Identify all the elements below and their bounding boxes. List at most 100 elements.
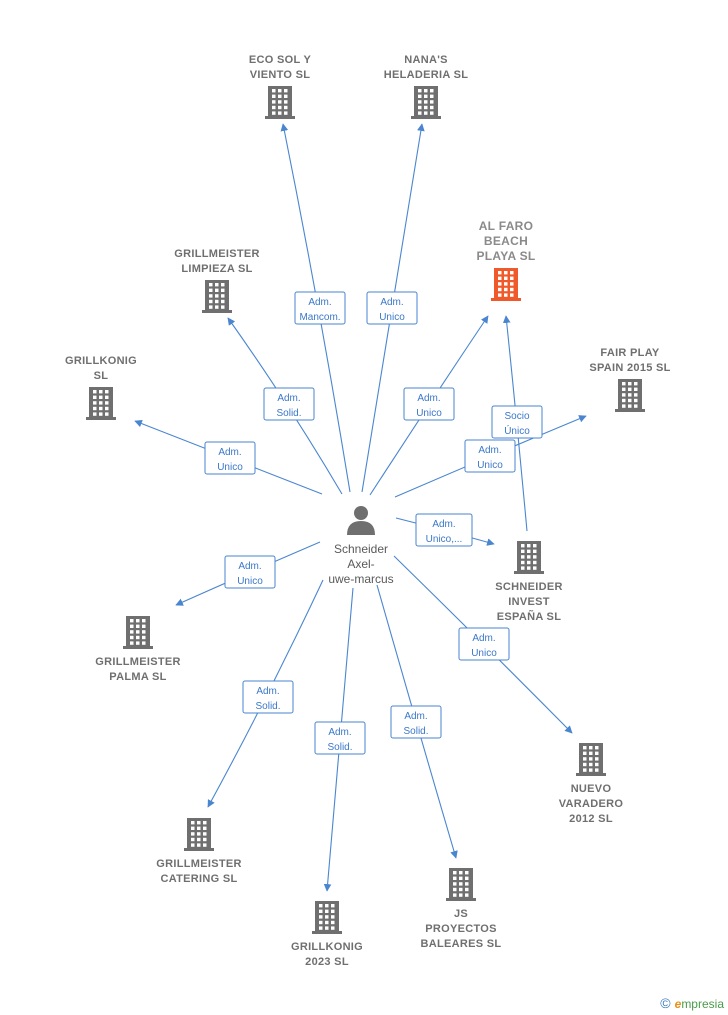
- building-icon-nuevo-varadero[interactable]: [576, 743, 606, 776]
- company-label-grillkonig[interactable]: SL: [94, 370, 109, 382]
- building-window: [284, 89, 288, 93]
- company-label-grillkonig-2023[interactable]: GRILLKONIG: [291, 941, 363, 953]
- building-window: [278, 100, 282, 104]
- building-icon-schneider-invest[interactable]: [514, 541, 544, 574]
- building-window: [319, 926, 323, 930]
- company-label-js-proyectos[interactable]: PROYECTOS: [425, 923, 497, 935]
- company-label-eco-sol[interactable]: VIENTO SL: [250, 69, 311, 81]
- edge-label-text: Adm.: [328, 727, 351, 738]
- building-window: [284, 100, 288, 104]
- company-label-grillmeister-limpieza[interactable]: GRILLMEISTER: [174, 248, 260, 260]
- building-window: [136, 619, 140, 623]
- company-label-js-proyectos[interactable]: JS: [454, 908, 468, 920]
- company-label-schneider-invest[interactable]: ESPAÑA SL: [497, 610, 561, 623]
- building-window: [215, 294, 219, 298]
- building-window: [583, 751, 587, 755]
- edge-label-al-faro[interactable]: Adm.Unico: [403, 387, 455, 421]
- building-window: [99, 412, 103, 416]
- company-label-nuevo-varadero[interactable]: VARADERO: [559, 798, 624, 810]
- building-window: [130, 619, 134, 623]
- company-label-nanas[interactable]: HELADERIA SL: [384, 69, 468, 81]
- edge-label-text: Único: [504, 424, 530, 437]
- company-label-eco-sol[interactable]: ECO SOL Y: [249, 54, 312, 66]
- edge-label-text: Solid.: [255, 701, 280, 712]
- building-window: [634, 393, 638, 397]
- building-window: [99, 401, 103, 405]
- building-window: [284, 111, 288, 115]
- edge-label-grillkonig-2023[interactable]: Adm.Solid.: [314, 721, 366, 755]
- building-window: [622, 393, 626, 397]
- building-window: [93, 390, 97, 394]
- edge-label-grillmeister-limpieza[interactable]: Adm.Solid.: [263, 387, 315, 421]
- building-window: [284, 94, 288, 98]
- building-window: [203, 837, 207, 842]
- edge-label-eco-sol[interactable]: Adm.Mancom.: [294, 291, 346, 325]
- building-icon-fair-play[interactable]: [615, 379, 645, 412]
- edge-label-box: [314, 721, 366, 755]
- building-window: [583, 768, 587, 772]
- building-window: [142, 641, 146, 645]
- building-window: [203, 843, 207, 847]
- edge-label-schneider-invest[interactable]: Adm.Unico,...: [415, 513, 473, 547]
- building-icon-eco-sol[interactable]: [265, 86, 295, 119]
- building-window: [527, 560, 531, 565]
- company-label-nanas[interactable]: NANA'S: [404, 54, 448, 66]
- company-label-fair-play[interactable]: SPAIN 2015 SL: [589, 362, 670, 374]
- building-icon-grillmeister-limpieza[interactable]: [202, 280, 232, 313]
- watermark: ©empresia: [660, 995, 724, 1011]
- company-label-js-proyectos[interactable]: BALEARES SL: [421, 938, 502, 950]
- building-icon-grillkonig-2023[interactable]: [312, 901, 342, 934]
- company-label-grillmeister-catering[interactable]: GRILLMEISTER: [156, 858, 242, 870]
- building-window: [197, 837, 201, 842]
- company-label-grillmeister-palma[interactable]: PALMA SL: [109, 671, 166, 683]
- company-label-grillmeister-limpieza[interactable]: LIMPIEZA SL: [181, 263, 252, 275]
- building-window: [197, 843, 201, 847]
- company-label-grillmeister-catering[interactable]: CATERING SL: [160, 873, 237, 885]
- building-window: [191, 821, 195, 825]
- edge-label-box: [403, 387, 455, 421]
- building-window: [595, 757, 599, 761]
- company-label-al-faro[interactable]: BEACH: [484, 234, 528, 248]
- building-icon-grillmeister-palma[interactable]: [123, 616, 153, 649]
- company-label-fair-play[interactable]: FAIR PLAY: [600, 347, 660, 359]
- building-window: [498, 282, 502, 286]
- building-window: [430, 111, 434, 115]
- building-icon-js-proyectos[interactable]: [446, 868, 476, 901]
- edge-label-grillmeister-catering[interactable]: Adm. Solid.: [242, 680, 294, 714]
- edge-label-grillkonig[interactable]: Adm.Unico: [204, 441, 256, 475]
- edge-label-grillmeister-palma[interactable]: Adm.Unico: [224, 555, 276, 589]
- company-label-nuevo-varadero[interactable]: NUEVO: [571, 783, 612, 795]
- building-window: [622, 398, 626, 403]
- company-label-al-faro[interactable]: AL FARO: [479, 219, 534, 233]
- building-icon-grillmeister-catering[interactable]: [184, 818, 214, 851]
- edge-label-js-proyectos[interactable]: Adm.Solid.: [390, 705, 442, 739]
- company-label-grillkonig[interactable]: GRILLKONIG: [65, 355, 137, 367]
- building-icon-al-faro[interactable]: [491, 268, 521, 301]
- building-window: [215, 283, 219, 287]
- edge-label-nanas[interactable]: Adm.Unico: [366, 291, 418, 325]
- building-icon-grillkonig[interactable]: [86, 387, 116, 420]
- edge-label-nuevo-varadero[interactable]: Adm.Unico: [458, 627, 510, 661]
- building-window: [278, 105, 282, 110]
- building-window: [191, 837, 195, 842]
- edge-label-text: Adm.: [478, 445, 501, 456]
- building-window: [628, 393, 632, 397]
- company-label-schneider-invest[interactable]: SCHNEIDER: [495, 581, 563, 593]
- building-icon-nanas[interactable]: [411, 86, 441, 119]
- edge-label-fair-play[interactable]: Adm.Unico: [464, 439, 516, 473]
- building-window: [498, 271, 502, 275]
- company-label-grillmeister-palma[interactable]: GRILLMEISTER: [95, 656, 181, 668]
- building-window: [634, 404, 638, 408]
- company-label-grillkonig-2023[interactable]: 2023 SL: [305, 956, 349, 968]
- company-label-al-faro[interactable]: PLAYA SL: [476, 249, 535, 263]
- building-window: [430, 105, 434, 110]
- edge-label-text: Adm.: [256, 686, 279, 697]
- company-label-nuevo-varadero[interactable]: 2012 SL: [569, 813, 613, 825]
- building-window: [430, 94, 434, 98]
- building-window: [533, 560, 537, 565]
- building-window: [634, 398, 638, 403]
- building-window: [595, 768, 599, 772]
- company-label-schneider-invest[interactable]: INVEST: [508, 596, 550, 608]
